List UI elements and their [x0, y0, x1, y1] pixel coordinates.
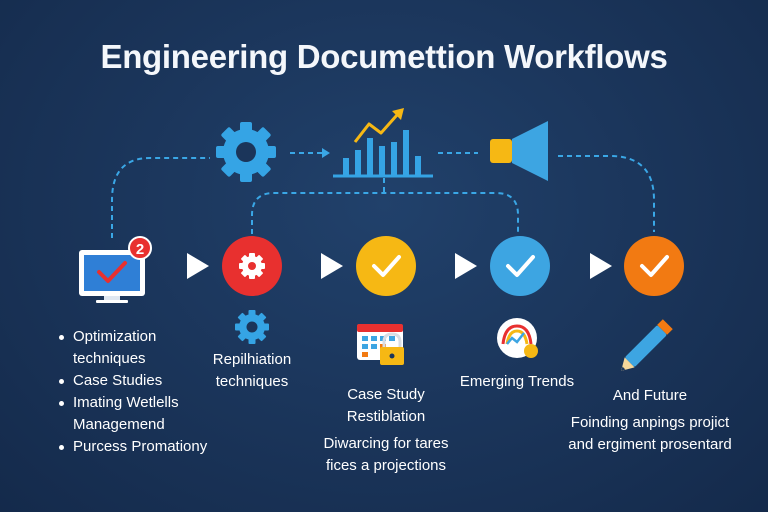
step-2-label: Repilhiation techniques: [212, 351, 292, 390]
step-2-circle: [222, 236, 282, 296]
list-item: Case Studies: [56, 370, 216, 392]
step-1-bullet-list: Optimization techniques Case Studies Ima…: [56, 326, 216, 458]
connector-arrowhead: [322, 148, 330, 158]
step-4-circle: [490, 236, 550, 296]
gear-icon: [216, 122, 276, 182]
bar-chart-trend-icon: [333, 108, 433, 178]
step-3-circle: [356, 236, 416, 296]
check-circle-icon: [640, 255, 669, 277]
step-3-label: Case Study Restiblation: [346, 386, 426, 425]
badge-count: 2: [136, 241, 144, 258]
check-circle-icon: [372, 255, 401, 277]
connector-fork-to-step2: [251, 192, 519, 234]
page-title: Engineering Documettion Workflows: [100, 38, 668, 75]
step-5-circle: [624, 236, 684, 296]
list-item: Imating Wetlells Managemend: [56, 392, 216, 436]
connector-megaphone-to-step5: [558, 155, 655, 232]
step-4-label: Emerging Trends: [459, 373, 575, 390]
calendar-lock-icon: [357, 324, 404, 365]
step-5-label: And Future: [612, 387, 688, 404]
flow-arrow-2: [321, 253, 343, 279]
gear-icon: [235, 310, 269, 344]
pencil-icon: [621, 319, 673, 371]
monitor-check-icon: [79, 250, 145, 303]
gear-circle-icon: [239, 253, 265, 279]
list-item: Optimization techniques: [56, 326, 216, 370]
notification-badge: 2: [128, 236, 152, 260]
check-circle-icon: [506, 255, 535, 277]
flow-arrow-3: [455, 253, 477, 279]
list-item: Purcess Promationy: [56, 436, 216, 458]
dashed-connectors: [111, 152, 655, 238]
step-3-description: Diwarcing for tares fices a projections: [323, 435, 449, 474]
step-5-description: Foinding anpings projict and ergiment pr…: [568, 414, 732, 453]
flow-arrow-4: [590, 253, 612, 279]
flow-arrows: [187, 253, 612, 279]
trend-badge-icon: [497, 318, 538, 358]
megaphone-icon: [490, 121, 548, 181]
flow-arrow-1: [187, 253, 209, 279]
connector-monitor-to-gear: [111, 157, 210, 238]
